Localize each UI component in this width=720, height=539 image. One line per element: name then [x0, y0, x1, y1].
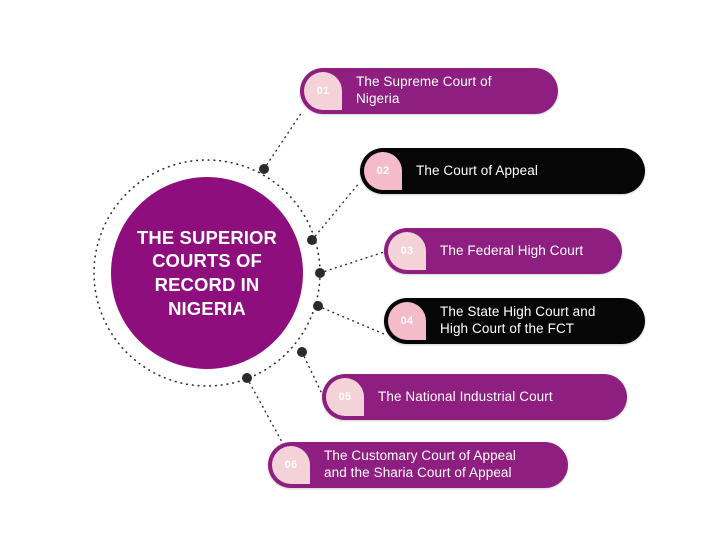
item-badge-01: 01	[304, 72, 342, 110]
leader-line-5	[301, 351, 325, 399]
item-label-01: The Supreme Court of Nigeria	[356, 74, 492, 106]
connector-node-4	[313, 301, 323, 311]
item-pill-04[interactable]: 04 The State High Court and High Court o…	[384, 298, 645, 344]
item-label-03: The Federal High Court	[440, 242, 584, 258]
item-badge-05: 05	[326, 378, 364, 416]
item-pill-06[interactable]: 06 The Customary Court of Appeal and the…	[268, 442, 568, 488]
leader-line-1	[263, 111, 303, 170]
leader-line-6	[246, 377, 283, 443]
connector-node-6	[242, 373, 252, 383]
leader-line-3	[319, 251, 385, 274]
item-pill-01[interactable]: 01 The Supreme Court of Nigeria	[300, 68, 558, 114]
item-pill-03[interactable]: 03 The Federal High Court	[384, 228, 622, 274]
connector-node-5	[297, 347, 307, 357]
connector-node-1	[259, 164, 269, 174]
item-label-05: The National Industrial Court	[378, 388, 553, 404]
leader-line-2	[311, 181, 361, 241]
item-badge-04: 04	[388, 302, 426, 340]
item-badge-03: 03	[388, 232, 426, 270]
item-badge-06: 06	[272, 446, 310, 484]
leader-line-4	[317, 305, 385, 335]
hub-title: THE SUPERIOR COURTS OF RECORD IN NIGERIA	[137, 226, 277, 319]
item-pill-05[interactable]: 05 The National Industrial Court	[322, 374, 627, 420]
item-label-02: The Court of Appeal	[416, 162, 538, 178]
item-pill-02[interactable]: 02 The Court of Appeal	[360, 148, 645, 194]
item-badge-02: 02	[364, 152, 402, 190]
item-label-04: The State High Court and High Court of t…	[440, 304, 596, 336]
connector-node-3	[315, 268, 325, 278]
connector-node-2	[307, 235, 317, 245]
item-label-06: The Customary Court of Appeal and the Sh…	[324, 448, 516, 480]
hub-circle: THE SUPERIOR COURTS OF RECORD IN NIGERIA	[111, 177, 303, 369]
